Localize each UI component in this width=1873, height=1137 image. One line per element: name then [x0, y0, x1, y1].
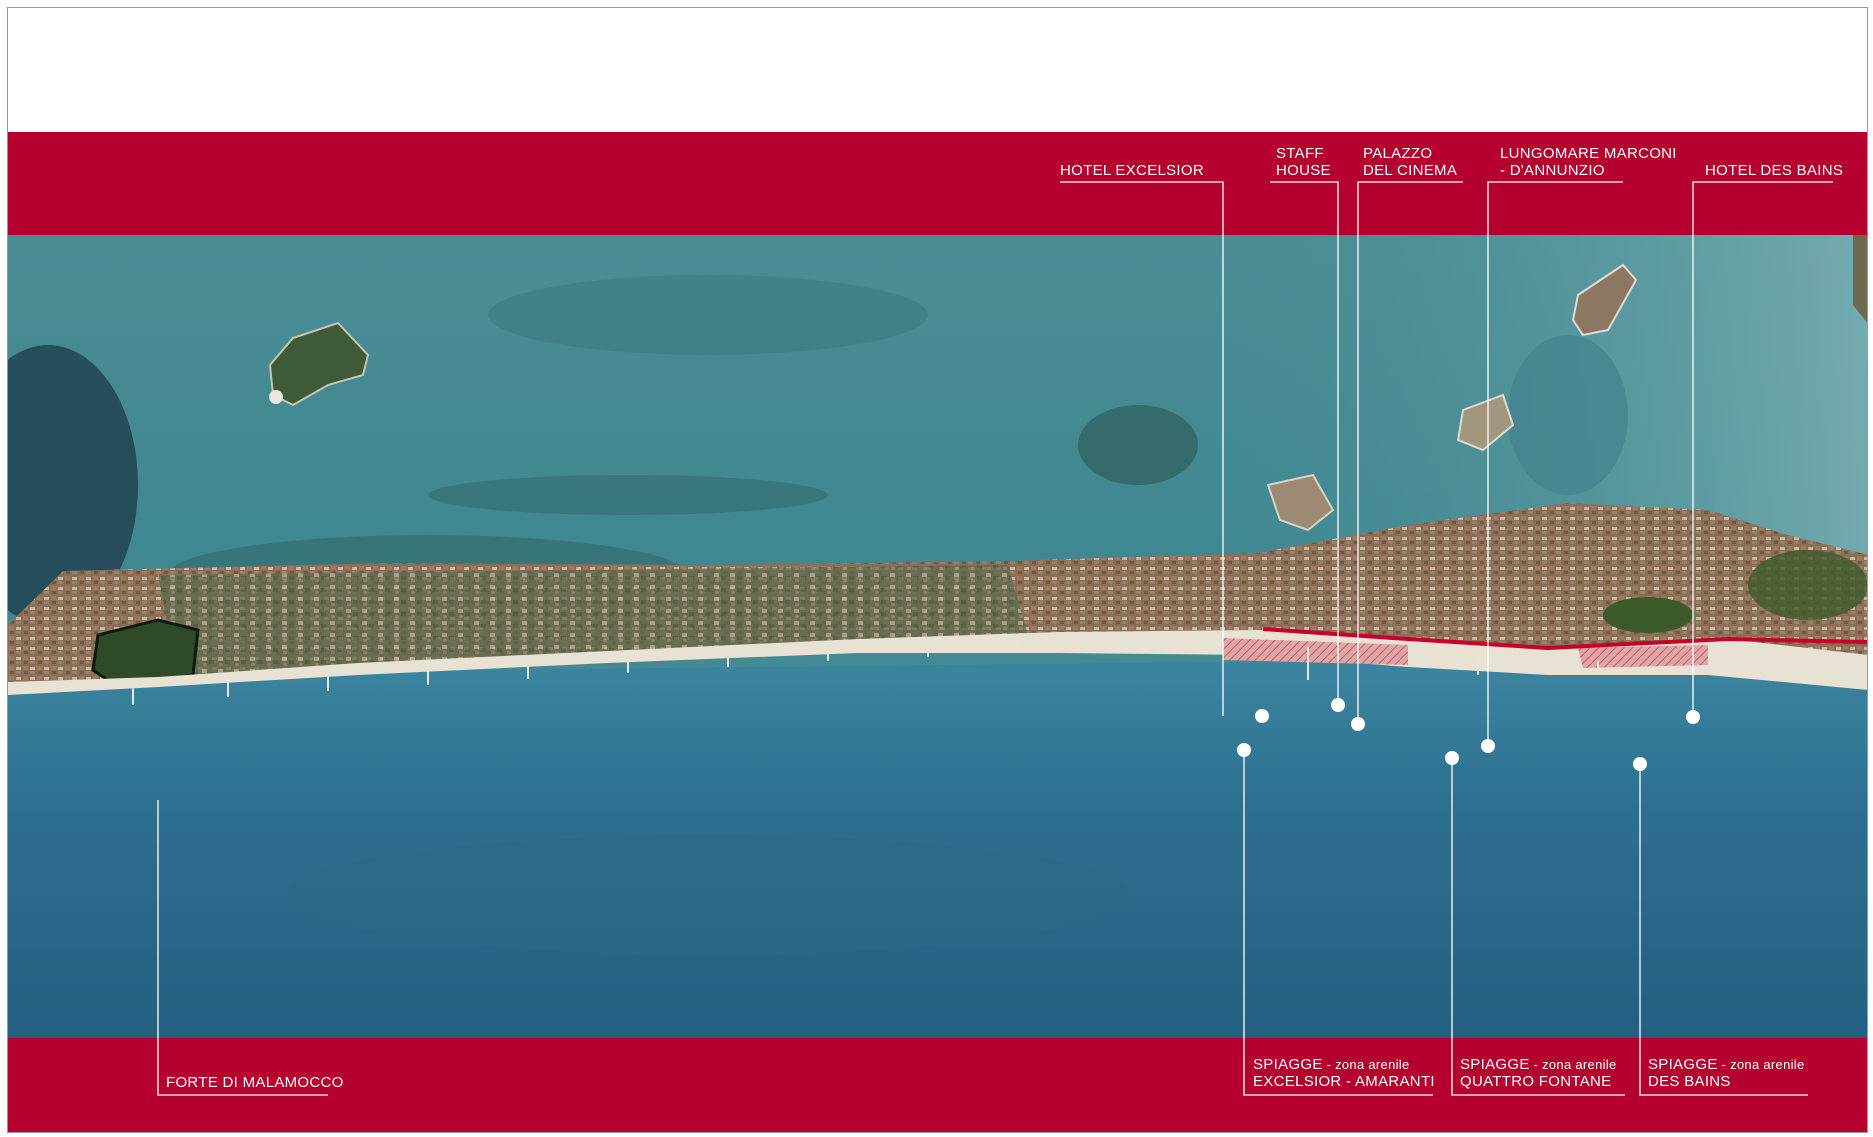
label-lungomare[interactable]: LUNGOMARE MARCONI - D'ANNUNZIO: [1500, 145, 1677, 179]
satellite-map[interactable]: [8, 235, 1867, 1038]
label-lungomare-line2: - D'ANNUNZIO: [1500, 162, 1605, 179]
label-spiagge-quattro-fontane[interactable]: SPIAGGE - zona arenile QUATTRO FONTANE: [1460, 1056, 1617, 1090]
label-palazzo-del-cinema[interactable]: PALAZZO DEL CINEMA: [1363, 145, 1457, 179]
label-lungomare-line1: LUNGOMARE MARCONI: [1500, 145, 1677, 162]
label-spiagge-des-bains[interactable]: SPIAGGE - zona arenile DES BAINS: [1648, 1056, 1805, 1090]
label-spiagge-excelsior-title: SPIAGGE: [1253, 1056, 1323, 1073]
label-hotel-des-bains-text: HOTEL DES BAINS: [1705, 162, 1844, 179]
label-palazzo-line1: PALAZZO: [1363, 145, 1433, 162]
label-spiagge-quattro-title: SPIAGGE: [1460, 1056, 1530, 1073]
label-spiagge-quattro-line1: SPIAGGE - zona arenile: [1460, 1056, 1617, 1073]
label-spiagge-excelsior-line2: EXCELSIOR - AMARANTI: [1253, 1073, 1435, 1090]
label-forte-di-malamocco[interactable]: FORTE DI MALAMOCCO: [166, 1074, 344, 1091]
label-hotel-des-bains[interactable]: HOTEL DES BAINS: [1705, 162, 1843, 179]
label-spiagge-excelsior[interactable]: SPIAGGE - zona arenile EXCELSIOR - AMARA…: [1253, 1056, 1435, 1090]
map-frame: HOTEL EXCELSIOR STAFF HOUSE PALAZZO DEL …: [7, 7, 1868, 1133]
label-hotel-excelsior-text: HOTEL EXCELSIOR: [1060, 162, 1204, 179]
label-spiagge-bains-subtitle: - zona arenile: [1717, 1057, 1805, 1072]
label-forte-text: FORTE DI MALAMOCCO: [166, 1074, 344, 1091]
label-palazzo-line2: DEL CINEMA: [1363, 162, 1458, 179]
label-spiagge-bains-line2: DES BAINS: [1648, 1073, 1731, 1090]
label-staff-house-line2: HOUSE: [1276, 162, 1331, 179]
label-hotel-excelsior[interactable]: HOTEL EXCELSIOR: [1060, 162, 1204, 179]
label-staff-house-line1: STAFF: [1276, 145, 1324, 162]
label-staff-house[interactable]: STAFF HOUSE: [1276, 145, 1331, 179]
label-spiagge-bains-line1: SPIAGGE - zona arenile: [1648, 1056, 1805, 1073]
label-spiagge-excelsior-subtitle: - zona arenile: [1322, 1057, 1410, 1072]
label-spiagge-quattro-subtitle: - zona arenile: [1529, 1057, 1617, 1072]
map-canvas: [8, 235, 1867, 1038]
label-spiagge-bains-title: SPIAGGE: [1648, 1056, 1718, 1073]
label-spiagge-quattro-line2: QUATTRO FONTANE: [1460, 1073, 1612, 1090]
label-spiagge-excelsior-line1: SPIAGGE - zona arenile: [1253, 1056, 1435, 1073]
